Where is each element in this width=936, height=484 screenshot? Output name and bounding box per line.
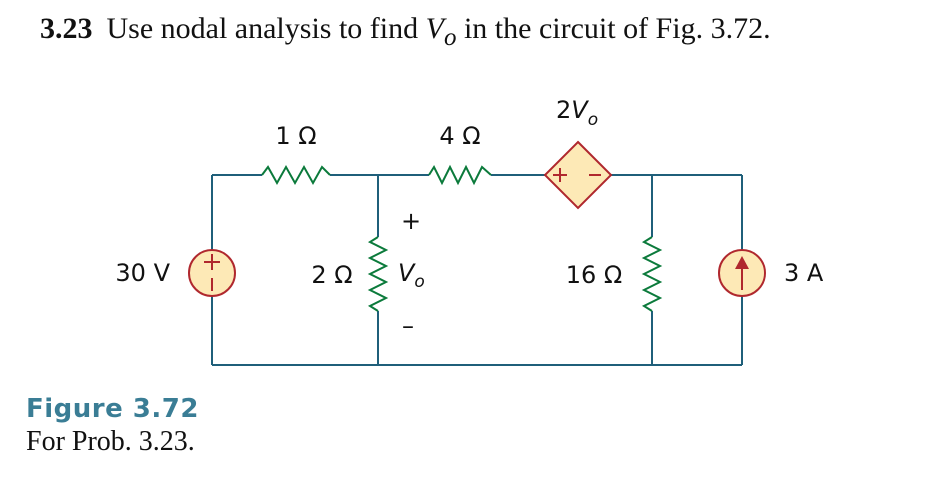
dependent-voltage-source [543,140,613,210]
label-dependent-source: 2Vo [556,96,598,130]
vo-minus: – [402,312,414,340]
label-r4: 4 Ω [439,122,480,150]
voltage-source [188,249,236,297]
current-source [718,249,766,297]
wires [211,174,743,366]
figure-caption: Figure 3.72 For Prob. 3.23. [26,393,199,459]
resistor-4-ohm [428,164,492,186]
dep-var-subscript: o [588,110,598,130]
dependent-source-diamond [543,140,613,210]
label-r1: 1 Ω [275,122,316,150]
vo-var-subscript: o [414,272,424,292]
resistor-16-ohm [641,236,663,312]
problem-variable: V [425,12,444,45]
problem-text-after: in the circuit of Fig. 3.72. [456,12,771,45]
problem-text-before: Use nodal analysis to find [106,12,426,45]
label-voltage-source: 30 V [115,259,170,287]
dep-gain: 2 [556,96,571,124]
arrow-up-icon [735,256,749,269]
resistor-2-ohm [367,236,389,312]
figure-title: Figure 3.72 [26,394,199,424]
resistor-1-ohm [261,164,331,186]
label-current-source: 3 A [784,259,824,287]
problem-statement: 3.23 Use nodal analysis to find Vo in the… [40,12,771,52]
label-r2: 2 Ω [311,261,352,289]
problem-number: 3.23 [40,12,93,45]
voltage-source-circle [188,249,236,297]
problem-variable-subscript: o [443,24,457,51]
figure-subtitle: For Prob. 3.23. [26,426,195,457]
dep-var: V [571,96,589,124]
label-r16: 16 Ω [566,261,623,289]
vo-var: V [398,259,416,287]
vo-label: Vo [398,259,425,292]
vo-plus: + [401,207,421,235]
